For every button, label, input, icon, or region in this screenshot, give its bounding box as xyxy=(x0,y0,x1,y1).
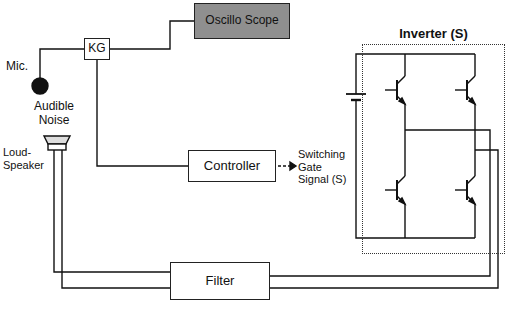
mic-label: Mic. xyxy=(6,60,28,74)
speaker-wire xyxy=(62,150,170,288)
signal-label: Switching Gate Signal (S) xyxy=(298,148,352,186)
block-heading: Inverter (S) xyxy=(363,26,504,41)
oscilloscope-box: Oscillo Scope xyxy=(194,3,290,39)
noise-label: Audible Noise xyxy=(22,100,86,128)
arrow-head xyxy=(290,162,296,170)
dc-source-symbol xyxy=(346,54,475,238)
mic-wire xyxy=(40,49,84,78)
box-label: Filter xyxy=(206,274,235,289)
gain-box: KG xyxy=(84,38,110,60)
transistor-leg xyxy=(385,54,405,238)
signal-wire xyxy=(110,21,194,49)
box-label: Controller xyxy=(204,159,260,174)
transistor-leg xyxy=(455,54,475,238)
output-wire xyxy=(405,130,490,254)
box-label: Oscillo Scope xyxy=(205,14,278,28)
loudspeaker-symbol xyxy=(44,136,70,150)
speaker-label: Loud-Speaker xyxy=(3,146,47,171)
signal-wire xyxy=(270,254,490,276)
signal-wire xyxy=(97,60,188,166)
box-label: KG xyxy=(88,42,105,56)
controller-box: Controller xyxy=(188,150,276,182)
gate-signal-arrow xyxy=(278,165,290,166)
speaker-wire xyxy=(54,150,170,272)
microphone-symbol xyxy=(32,78,48,94)
filter-box: Filter xyxy=(170,262,270,300)
inverter-box: Inverter (S) xyxy=(362,44,505,254)
